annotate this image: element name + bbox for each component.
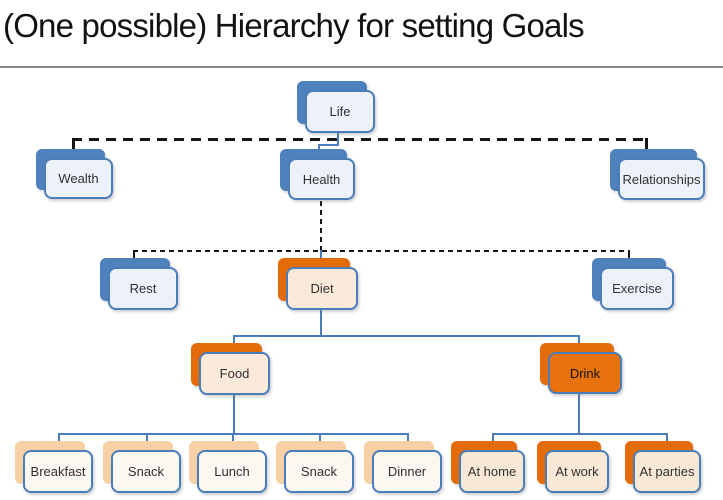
title-divider <box>0 66 723 68</box>
connector-line <box>133 250 135 260</box>
connector-line <box>72 138 75 150</box>
node-exercise-label: Exercise <box>600 267 674 310</box>
connector-line <box>233 394 235 433</box>
node-food-label: Food <box>199 352 270 395</box>
node-life-label: Life <box>305 90 375 133</box>
connector-dashed-line <box>320 201 322 250</box>
node-snack-2-label: Snack <box>284 450 354 493</box>
connector-dashed-line <box>133 250 630 252</box>
node-diet-label: Diet <box>286 267 358 310</box>
connector-dashed-line <box>72 138 648 141</box>
node-wealth-label: Wealth <box>44 158 113 199</box>
node-breakfast-label: Breakfast <box>23 450 93 493</box>
connector-line <box>578 394 580 433</box>
node-drink-label: Drink <box>548 352 622 394</box>
node-snack-1-label: Snack <box>111 450 181 493</box>
node-dinner-label: Dinner <box>372 450 442 493</box>
node-at-home-label: At home <box>459 450 525 493</box>
node-rest-label: Rest <box>108 267 178 310</box>
slide-title: (One possible) Hierarchy for setting Goa… <box>3 7 585 44</box>
node-health-label: Health <box>288 158 355 200</box>
node-at-work-label: At work <box>545 450 609 493</box>
connector-line <box>492 433 667 435</box>
connector-line <box>233 335 579 337</box>
connector-line <box>320 309 322 335</box>
node-relationships-label: Relationships <box>618 158 705 200</box>
connector-line <box>318 144 339 146</box>
node-at-parties-label: At parties <box>633 450 701 493</box>
connector-line <box>645 138 648 150</box>
connector-line <box>628 250 630 260</box>
node-lunch-label: Lunch <box>197 450 267 493</box>
